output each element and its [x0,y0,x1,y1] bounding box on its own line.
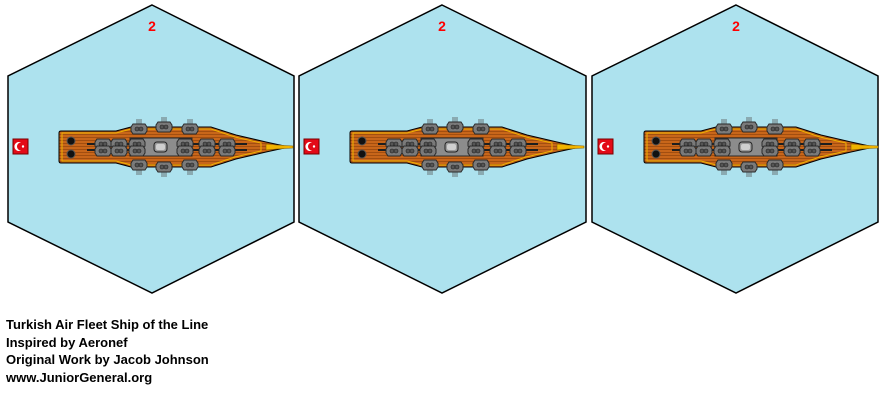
hex-counter-2[interactable]: 2 [298,4,587,294]
unit-title: Turkish Air Fleet Ship of the Line [6,317,209,332]
turkish-flag-icon [303,138,320,155]
turkish-flag-icon [12,138,29,155]
credits-block: Turkish Air Fleet Ship of the Line Inspi… [6,316,209,386]
website-link[interactable]: www.JuniorGeneral.org [6,369,153,385]
counter-value: 2 [148,18,156,34]
author-credit: Original Work by Jacob Johnson [6,352,209,367]
turkish-flag-icon [597,138,614,155]
hex-counter-3[interactable]: 2 [591,4,879,294]
hex-counter-1[interactable]: 2 [7,4,295,294]
inspired-by: Inspired by Aeronef [6,334,128,350]
counter-sheet: 2 2 2 [7,4,879,294]
counter-value: 2 [438,18,446,34]
counter-value: 2 [732,18,740,34]
